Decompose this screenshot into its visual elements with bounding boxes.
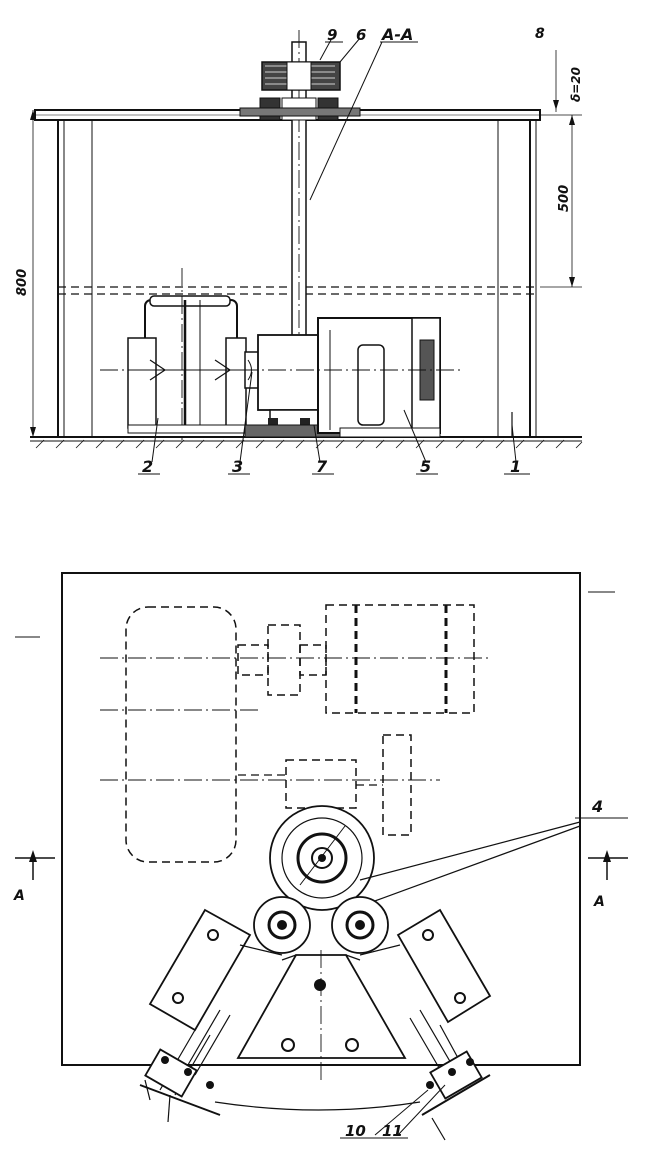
- label-part-7: 7: [316, 457, 328, 476]
- label-part-11: 11: [382, 1122, 403, 1140]
- upper-pulley: [261, 61, 341, 91]
- label-part-9: 9: [327, 26, 337, 44]
- dimension-thickness: δ=20: [553, 50, 583, 112]
- label-part-4: 4: [591, 797, 603, 816]
- plan-side-pulleys: [253, 896, 389, 954]
- label-part-2: 2: [142, 457, 153, 476]
- plan-gear-housing: [100, 734, 440, 836]
- plan-motor: [125, 606, 237, 863]
- label-part-6: 6: [356, 26, 366, 44]
- ground-line: [30, 436, 583, 449]
- label-part-8: 8: [535, 26, 545, 42]
- plan-drive-unit: [100, 604, 490, 714]
- dimension-500: 500: [540, 114, 582, 288]
- section-mark-right-text: A: [593, 894, 605, 910]
- plan-left-cutter: [139, 1048, 221, 1123]
- elevation-part-labels: 9 6 8 2 3 7 5 1: [138, 26, 545, 476]
- dimension-800: 800: [15, 110, 36, 437]
- dimension-800-text: 800: [15, 269, 30, 296]
- motor: [127, 268, 247, 440]
- elevation-view: 800 500 δ=20 A-A 9 6 8 2 3: [15, 25, 583, 476]
- label-part-10: 10: [345, 1122, 366, 1140]
- dimension-500-text: 500: [557, 185, 572, 212]
- section-title: A-A: [380, 25, 413, 44]
- label-part-3: 3: [232, 457, 243, 476]
- top-bearing: [239, 97, 361, 121]
- plan-central-pulley: [269, 805, 375, 911]
- plan-triangle-bracket: [236, 950, 407, 1080]
- frame-legs: [57, 120, 537, 437]
- label-part-5: 5: [420, 457, 431, 476]
- plan-bottom-labels: 10 11: [340, 1084, 446, 1140]
- section-mark-right: A: [588, 850, 628, 910]
- section-mark-left: A: [13, 850, 55, 904]
- drive-unit: [100, 317, 460, 438]
- label-part-1: 1: [510, 457, 521, 476]
- plan-view: 4: [13, 572, 628, 1141]
- dimension-thickness-text: δ=20: [569, 67, 583, 102]
- leader-part-4: [359, 821, 581, 881]
- section-mark-left-text: A: [13, 888, 25, 904]
- plan-right-arm: [359, 908, 492, 1081]
- plan-cutter-arc: [214, 1101, 421, 1111]
